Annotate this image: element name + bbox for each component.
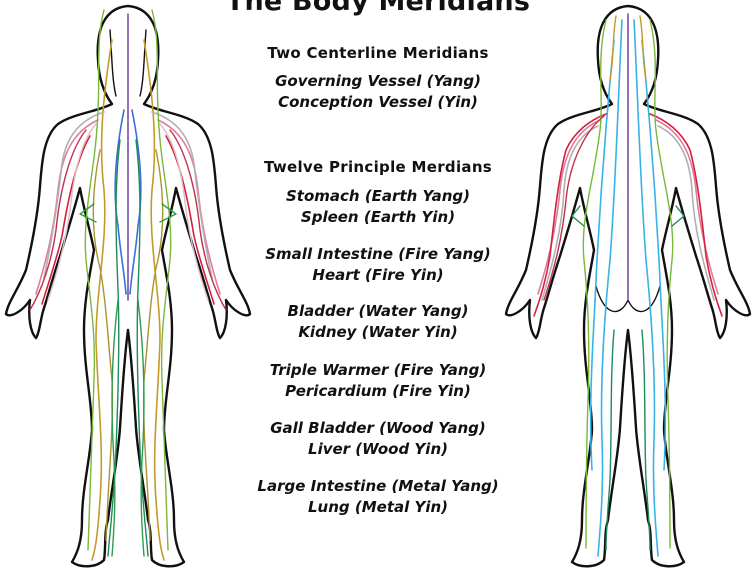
body-meridians-diagram: The Body Meridians Two Centerline Meridi… xyxy=(0,0,756,575)
back-body-figure xyxy=(0,0,756,575)
